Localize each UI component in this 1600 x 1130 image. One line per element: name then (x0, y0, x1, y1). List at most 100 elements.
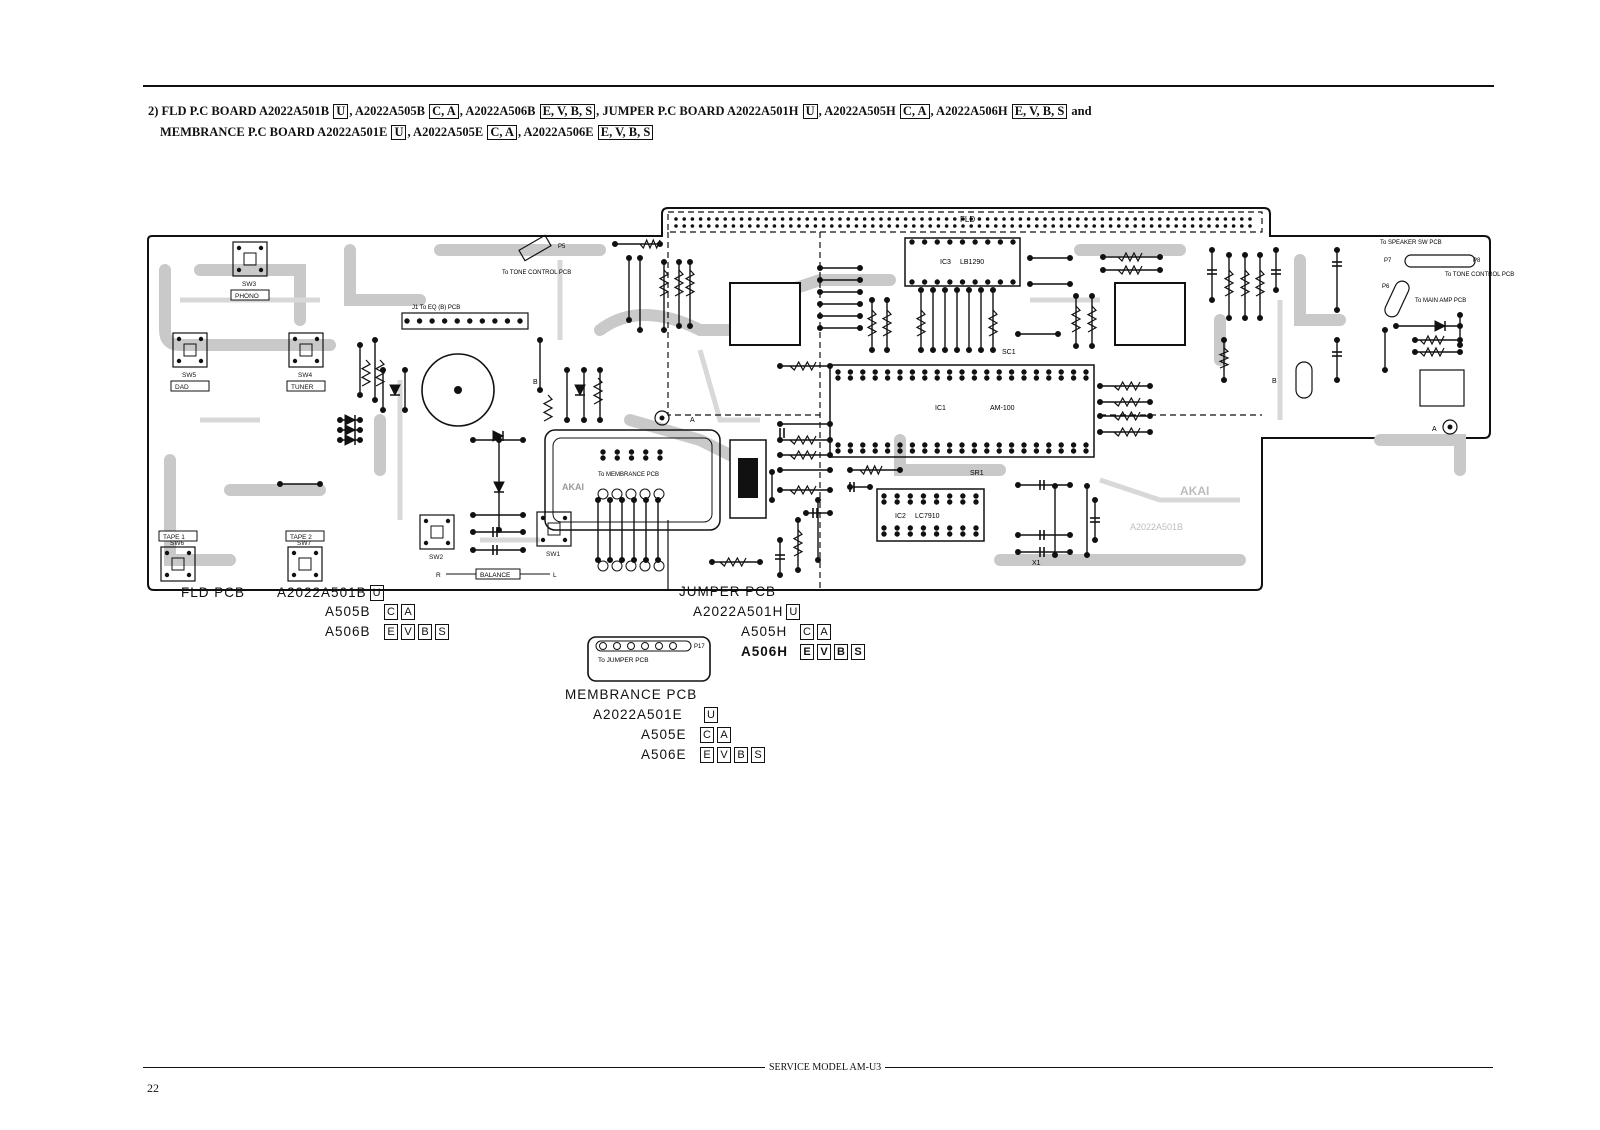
ic-pin (860, 375, 866, 381)
fld-pad (854, 217, 859, 221)
pad (564, 367, 570, 373)
fld-pad (1002, 217, 1006, 221)
pad (661, 327, 667, 333)
fld-pad (838, 224, 842, 228)
pad (897, 467, 903, 473)
ic-pin (972, 279, 978, 285)
pad (884, 297, 890, 303)
ic-pin (920, 493, 927, 499)
diode (1434, 320, 1447, 332)
fld-pad (1166, 217, 1170, 221)
switch-pad (176, 358, 182, 364)
caption-membrance-pcb: MEMBRANCE PCB (565, 687, 697, 702)
pad (637, 255, 643, 261)
pad (954, 347, 960, 353)
box: E (700, 747, 714, 764)
ic-pin (1070, 448, 1077, 454)
resistor (789, 434, 817, 446)
box: B (834, 644, 848, 661)
header-text: and (1068, 104, 1092, 118)
capacitor (1090, 517, 1100, 523)
pad (827, 363, 833, 369)
circled-pad (653, 560, 665, 572)
box: B (418, 624, 432, 641)
pad (1067, 532, 1073, 538)
resistor (1117, 264, 1143, 276)
fld-pad (1067, 224, 1072, 228)
diode (493, 481, 505, 494)
pad (470, 547, 476, 553)
box: A (817, 624, 831, 641)
ic-pin (946, 442, 953, 448)
fld-pad (1108, 224, 1113, 228)
fld-pad (723, 217, 727, 221)
ic-pin (934, 279, 940, 285)
fld-pad (1240, 217, 1244, 221)
pad (1457, 312, 1463, 318)
ic-pin (643, 455, 649, 461)
ic-pin (614, 449, 620, 455)
ic-pin (1008, 448, 1015, 454)
svg-text:AKAI: AKAI (562, 482, 584, 492)
svg-text:A: A (1432, 426, 1437, 433)
circled-pad (597, 488, 609, 500)
fld-pad (928, 217, 932, 221)
fld-pad (895, 224, 900, 228)
resistor (1113, 426, 1141, 438)
fld-pad (1092, 224, 1096, 228)
ic-pin (1083, 448, 1089, 454)
pad (619, 557, 625, 563)
pad (595, 497, 601, 503)
pad (1052, 483, 1058, 489)
switch-id: SW2 (429, 554, 443, 561)
svg-text:LC7910: LC7910 (915, 513, 940, 520)
ic-pin (985, 279, 991, 285)
fld-pad (1010, 224, 1014, 228)
fld-pad (813, 224, 818, 228)
fld-pad (1166, 224, 1170, 228)
switch-id: SW1 (546, 551, 560, 558)
resistor (1117, 251, 1143, 263)
fld-pad (789, 217, 793, 221)
ic-pin (467, 318, 473, 324)
box: V (401, 624, 415, 641)
ic-pin (884, 448, 891, 454)
box: U (704, 707, 718, 724)
ic-pin (1021, 375, 1027, 381)
switch-label: PHONO (235, 293, 259, 300)
pad (1100, 254, 1106, 260)
resistor (1419, 346, 1445, 358)
ic-pin (984, 442, 990, 448)
capacitor (492, 527, 498, 537)
svg-text:IC1: IC1 (935, 405, 946, 412)
fld-pad (887, 224, 891, 228)
fld-pad (920, 217, 924, 221)
box: E (384, 624, 398, 641)
ic-pin (1083, 369, 1089, 375)
fld-pad (1182, 217, 1187, 221)
ic-pin (922, 369, 928, 375)
switch-pad (540, 515, 546, 521)
circled-pad (669, 642, 677, 650)
ic-pin (1058, 369, 1064, 375)
fld-pad (690, 217, 695, 221)
fld-pad (846, 217, 850, 221)
pad (357, 342, 363, 348)
ic-pin (997, 239, 1004, 245)
pad (337, 427, 343, 433)
ic-pin (835, 369, 841, 375)
switch-pad (562, 537, 568, 543)
svg-text:To TONE CONTROL PCB: To TONE CONTROL PCB (502, 270, 571, 276)
ic-pin (847, 448, 854, 454)
ic-pin (909, 369, 916, 375)
switch-pad (236, 267, 242, 273)
fld-pad (871, 217, 875, 221)
pad (1242, 252, 1248, 258)
ic-pin (894, 493, 900, 499)
ic-pin (922, 375, 928, 381)
